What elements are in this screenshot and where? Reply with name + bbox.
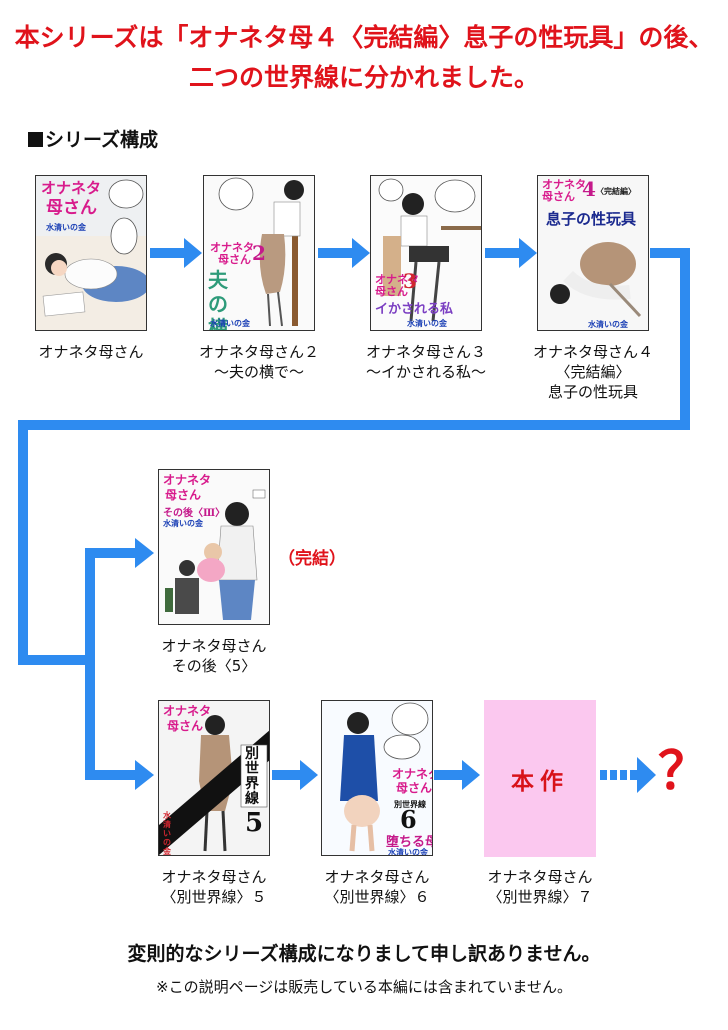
cover-5-title2: 母さん bbox=[165, 488, 202, 502]
book-label-7: オナネタ母さん 〈別世界線〉６ bbox=[324, 868, 430, 906]
book-cover-4[interactable]: オナネタ 母さん 4 〈完結編〉 息子の性玩具 水清いの金 bbox=[537, 175, 649, 331]
book-cover-2[interactable]: オナネタ 母さん 2 夫の横で 水清いの金 bbox=[203, 175, 315, 331]
cover-4-number: 4 bbox=[582, 177, 596, 201]
cover-4-edition: 〈完結編〉 bbox=[596, 186, 636, 196]
cover-4-subtitle: 息子の性玩具 bbox=[546, 210, 637, 228]
book-cover-5[interactable]: オナネタ 母さん その後〈Ⅲ〉 水清いの金 bbox=[158, 469, 270, 625]
square-bullet-icon bbox=[28, 132, 43, 147]
page-header: 本シリーズは「オナネタ母４〈完結編〉息子の性玩具」の後、 二つの世界線に分かれま… bbox=[0, 18, 728, 98]
cover-6-subtitle: 別世界線 bbox=[245, 746, 259, 807]
book-label-5: オナネタ母さん その後〈5〉 bbox=[161, 637, 267, 675]
this-work-placeholder[interactable]: 本作 bbox=[484, 700, 596, 857]
cover-1-author: 水清いの金 bbox=[46, 223, 86, 232]
section-title: シリーズ構成 bbox=[28, 125, 158, 152]
cover-7-title: オナネタ bbox=[392, 767, 432, 781]
cover-7-author: 水清いの金 bbox=[388, 848, 428, 856]
cover-4-author: 水清いの金 bbox=[588, 320, 628, 329]
cover-2-title2: 母さん bbox=[218, 253, 251, 266]
cover-6-number: 5 bbox=[245, 808, 264, 838]
cover-7-subtitle: 別世界線 bbox=[394, 799, 426, 809]
question-mark: ？ bbox=[658, 742, 711, 802]
cover-2-subtitle: 夫の横で bbox=[208, 268, 228, 331]
header-line-1: 本シリーズは「オナネタ母４〈完結編〉息子の性玩具」の後、 bbox=[14, 23, 714, 52]
cover-7-number: 6 bbox=[400, 805, 417, 834]
cover-4-title: オナネタ bbox=[542, 178, 586, 191]
cover-3-subtitle: イかされる私 bbox=[375, 302, 454, 317]
cover-6-title: オナネタ bbox=[163, 704, 212, 718]
book-label-8: オナネタ母さん 〈別世界線〉７ bbox=[487, 868, 593, 906]
cover-7-subtitle2: 堕ちる母 bbox=[386, 835, 433, 850]
cover-3-title2: 母さん bbox=[375, 285, 408, 298]
apology-text: 変則的なシリーズ構成になりまして申し訳ありません。 bbox=[127, 943, 601, 965]
book-cover-1[interactable]: オナネタ 母さん 水清いの金 bbox=[35, 175, 147, 331]
book-label-3: オナネタ母さん３ ～イかされる私～ bbox=[365, 343, 486, 381]
cover-6-title2: 母さん bbox=[167, 719, 204, 733]
cover-7-title2: 母さん bbox=[396, 781, 433, 795]
cover-1-title2: 母さん bbox=[46, 198, 97, 218]
completed-label: （完結） bbox=[278, 549, 346, 569]
arrow-1-2 bbox=[150, 248, 184, 258]
cover-3-title: オナネタ bbox=[375, 273, 419, 286]
book-cover-7[interactable]: オナネタ 母さん 別世界線 6 堕ちる母 水清いの金 bbox=[321, 700, 433, 856]
header-line-2: 二つの世界線に分かれました。 bbox=[188, 63, 539, 92]
cover-2-title: オナネタ bbox=[210, 241, 254, 254]
book-label-6: オナネタ母さん 〈別世界線〉５ bbox=[161, 868, 267, 906]
cover-2-author: 水清いの金 bbox=[210, 319, 250, 328]
cover-5-author: 水清いの金 bbox=[163, 519, 203, 528]
cover-3-number: 3 bbox=[403, 269, 417, 293]
cover-5-title: オナネタ bbox=[163, 473, 212, 487]
notice-text: ※この説明ページは販売している本編には含まれていません。 bbox=[156, 978, 572, 996]
book-cover-6[interactable]: オナネタ 母さん 別世界線 5 水清いの金 bbox=[158, 700, 270, 856]
book-cover-3[interactable]: オナネタ 母さん 3 イかされる私 水清いの金 bbox=[370, 175, 482, 331]
book-label-2: オナネタ母さん２ ～夫の横で～ bbox=[198, 343, 319, 381]
cover-3-author: 水清いの金 bbox=[407, 319, 447, 328]
cover-6-author: 水清いの金 bbox=[163, 811, 171, 856]
book-label-1: オナネタ母さん bbox=[38, 343, 144, 361]
book-label-4: オナネタ母さん４ 〈完結編〉 息子の性玩具 bbox=[532, 343, 653, 401]
cover-5-subtitle: その後〈Ⅲ〉 bbox=[163, 508, 226, 519]
cover-2-number: 2 bbox=[252, 241, 266, 265]
cover-1-title: オナネタ bbox=[41, 179, 102, 197]
cover-4-title2: 母さん bbox=[542, 190, 575, 203]
